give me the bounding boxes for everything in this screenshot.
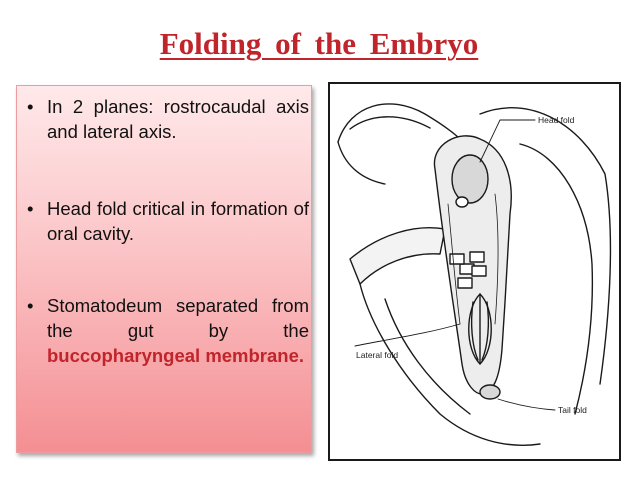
bullet-text: Head fold critical in formation of oral … bbox=[47, 198, 309, 244]
bullet-text: Stomatodeum separated from the gut by th… bbox=[47, 293, 309, 368]
bullet-marker: • bbox=[27, 198, 34, 219]
embryo-illustration: Head fold Lateral fold Tail fold bbox=[337, 103, 612, 446]
bullet-text-plain: Stomatodeum separated from the gut by th… bbox=[47, 295, 309, 341]
bullet-item-planes: • In 2 planes: rostrocaudal axis and lat… bbox=[27, 94, 309, 144]
slide-title: Folding of the Embryo bbox=[159, 26, 479, 61]
lateral-fold-label: Lateral fold bbox=[356, 350, 398, 360]
gut-loop-line-right bbox=[481, 301, 490, 361]
embryo-folding-figure: Head fold Lateral fold Tail fold bbox=[328, 82, 621, 461]
right-drape-outline bbox=[479, 107, 612, 385]
somite bbox=[449, 253, 465, 265]
upper-left-fold-inner bbox=[349, 116, 431, 130]
head-bulge bbox=[451, 154, 489, 204]
somite bbox=[471, 265, 487, 277]
lower-left-fold-outline bbox=[359, 283, 541, 446]
text-panel: • In 2 planes: rostrocaudal axis and lat… bbox=[16, 85, 312, 453]
buccopharyngeal-membrane-emphasis: buccopharyngeal membrane. bbox=[47, 345, 305, 366]
tail-bud bbox=[479, 384, 501, 400]
left-lateral-fold-flap bbox=[349, 227, 446, 285]
bullet-item-head-fold: • Head fold critical in formation of ora… bbox=[27, 196, 309, 246]
upper-left-fold-edge bbox=[337, 141, 386, 185]
somite bbox=[457, 277, 473, 289]
right-drape-inner bbox=[519, 143, 594, 415]
head-fold-leader-line bbox=[479, 119, 536, 163]
tail-fold-label: Tail fold bbox=[558, 405, 587, 415]
somite bbox=[469, 251, 485, 263]
tail-fold-leader-line bbox=[497, 398, 556, 411]
head-fold-label: Head fold bbox=[538, 115, 575, 125]
shading-stroke bbox=[447, 203, 461, 325]
shading-stroke bbox=[494, 193, 499, 325]
bullet-item-stomatodeum: • Stomatodeum separated from the gut by … bbox=[27, 293, 309, 368]
gut-loop-line-left bbox=[470, 301, 479, 361]
bullet-marker: • bbox=[27, 295, 34, 316]
lower-left-fold-inner bbox=[384, 298, 471, 415]
lateral-fold-leader-line bbox=[354, 323, 461, 347]
stomatodeum bbox=[455, 196, 469, 208]
bullet-marker: • bbox=[27, 96, 34, 117]
bullet-text: In 2 planes: rostrocaudal axis and later… bbox=[47, 96, 309, 142]
